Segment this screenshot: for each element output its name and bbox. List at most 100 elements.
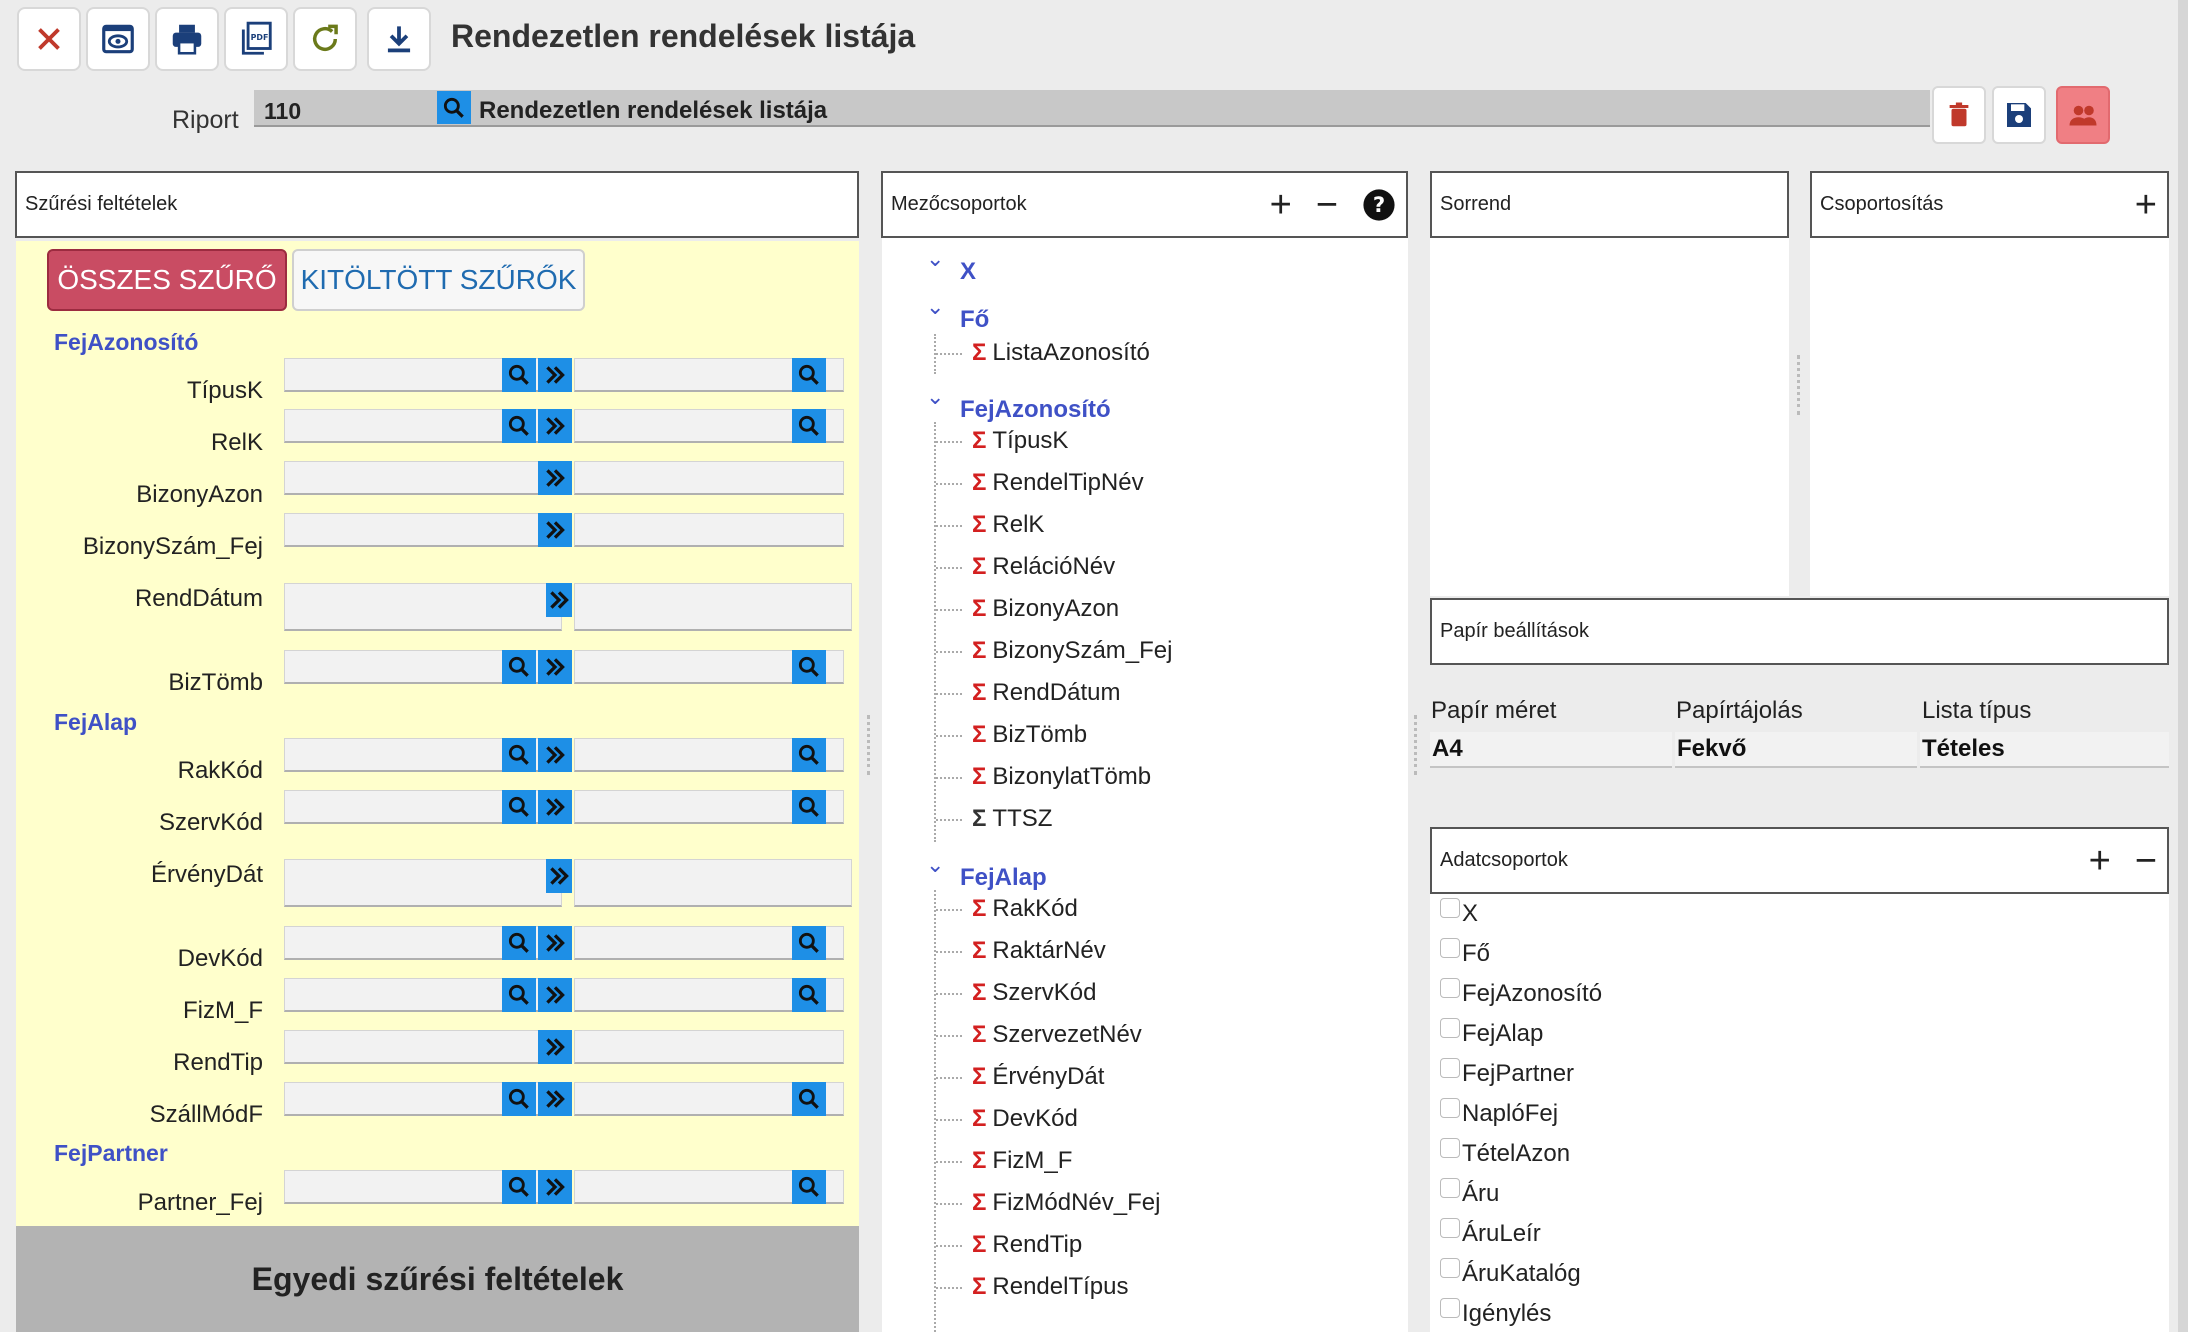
range-button[interactable] — [538, 1030, 572, 1064]
date-to-input[interactable] — [574, 859, 852, 907]
list-type-select[interactable]: Tételes — [1920, 732, 2169, 768]
filter-to-input[interactable] — [574, 461, 844, 495]
search-button[interactable] — [792, 978, 826, 1012]
chevron-down-icon[interactable]: ⌄ — [926, 852, 945, 877]
range-button[interactable] — [538, 650, 572, 684]
range-button[interactable] — [546, 583, 572, 617]
range-button[interactable] — [538, 926, 572, 960]
search-button[interactable] — [502, 409, 536, 443]
resize-handle[interactable] — [867, 715, 873, 775]
pdf-button[interactable]: PDF — [224, 7, 288, 71]
save-button[interactable] — [1992, 86, 2046, 144]
search-button[interactable] — [792, 738, 826, 772]
chevron-down-icon[interactable]: ⌄ — [926, 384, 945, 409]
tab-filled-filters[interactable]: KITÖLTÖTT SZŰRŐK — [292, 249, 585, 311]
search-button[interactable] — [502, 790, 536, 824]
search-button[interactable] — [792, 409, 826, 443]
data-group-item[interactable]: FejPartner — [1440, 1058, 1574, 1088]
paper-size-select[interactable]: A4 — [1430, 732, 1672, 768]
tab-all-filters[interactable]: ÖSSZES SZŰRŐ — [47, 249, 287, 311]
paper-orientation-select[interactable]: Fekvő — [1675, 732, 1917, 768]
search-button[interactable] — [792, 926, 826, 960]
search-button[interactable] — [792, 1170, 826, 1204]
tree-group-label[interactable]: Fő — [960, 306, 990, 333]
search-button[interactable] — [792, 358, 826, 392]
range-button[interactable] — [538, 738, 572, 772]
filter-from-input[interactable] — [284, 513, 554, 547]
resize-handle[interactable] — [1414, 715, 1420, 775]
range-button[interactable] — [538, 1170, 572, 1204]
date-from-input[interactable] — [284, 583, 562, 631]
date-from-input[interactable] — [284, 859, 562, 907]
checkbox[interactable] — [1440, 1298, 1460, 1318]
print-button[interactable] — [155, 7, 219, 71]
riport-search-button[interactable] — [437, 91, 471, 124]
search-button[interactable] — [502, 978, 536, 1012]
checkbox[interactable] — [1440, 1058, 1460, 1078]
data-group-item[interactable]: Fő — [1440, 938, 1490, 968]
checkbox[interactable] — [1440, 1178, 1460, 1198]
minus-icon[interactable]: − — [1315, 183, 1338, 226]
data-group-item[interactable]: Igénylés — [1440, 1298, 1551, 1328]
checkbox[interactable] — [1440, 1258, 1460, 1278]
tree-group-label[interactable]: FejAzonosító — [960, 396, 1111, 423]
checkbox[interactable] — [1440, 1018, 1460, 1038]
preview-button[interactable] — [86, 7, 150, 71]
search-button[interactable] — [502, 650, 536, 684]
checkbox[interactable] — [1440, 1098, 1460, 1118]
range-button[interactable] — [538, 790, 572, 824]
add-icon[interactable]: + — [2134, 183, 2157, 226]
refresh-button[interactable] — [293, 7, 357, 71]
chevron-down-icon[interactable]: ⌄ — [926, 294, 945, 319]
checkbox[interactable] — [1440, 898, 1460, 918]
grouping-list[interactable] — [1810, 238, 2169, 596]
checkbox[interactable] — [1440, 1138, 1460, 1158]
search-button[interactable] — [792, 650, 826, 684]
filter-from-input[interactable] — [284, 1030, 554, 1064]
range-button[interactable] — [546, 859, 572, 893]
search-button[interactable] — [792, 1082, 826, 1116]
tree-group-label[interactable]: X — [960, 258, 977, 285]
range-button[interactable] — [538, 358, 572, 392]
checkbox[interactable] — [1440, 938, 1460, 958]
window-scrollbar[interactable] — [2178, 0, 2188, 1332]
search-button[interactable] — [502, 926, 536, 960]
data-group-item[interactable]: X — [1440, 898, 1478, 928]
minus-icon[interactable]: − — [2134, 839, 2157, 882]
range-button[interactable] — [538, 461, 572, 495]
search-button[interactable] — [502, 738, 536, 772]
filter-to-input[interactable] — [574, 513, 844, 547]
data-group-item[interactable]: ÁruKatalóg — [1440, 1258, 1581, 1288]
data-group-item[interactable]: FejAlap — [1440, 1018, 1543, 1048]
add-icon[interactable]: + — [1269, 183, 1292, 226]
checkbox[interactable] — [1440, 1218, 1460, 1238]
range-button[interactable] — [538, 1082, 572, 1116]
download-button[interactable] — [367, 7, 431, 71]
data-group-item[interactable]: Áru — [1440, 1178, 1499, 1208]
date-to-input[interactable] — [574, 583, 852, 631]
resize-handle[interactable] — [1797, 355, 1803, 415]
checkbox[interactable] — [1440, 978, 1460, 998]
data-group-item[interactable]: ÁruLeír — [1440, 1218, 1541, 1248]
